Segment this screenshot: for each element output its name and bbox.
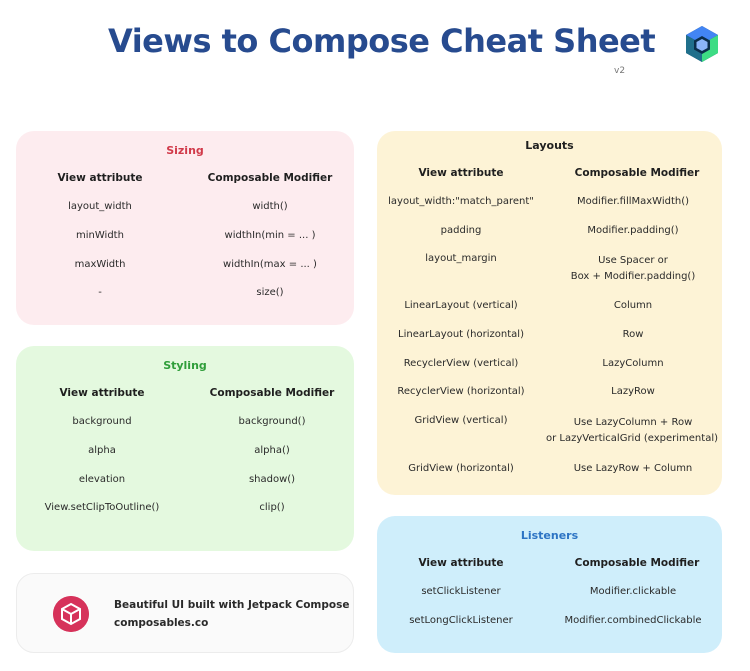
layouts-view-cell: layout_margin	[425, 253, 497, 264]
styling-compose-cell: alpha()	[254, 445, 290, 456]
listeners-title: Listeners	[520, 529, 579, 542]
listeners-card: Listeners View attribute Composable Modi…	[377, 516, 722, 653]
sizing-card: Sizing View attribute Composable Modifie…	[16, 131, 354, 325]
jetpack-compose-logo-icon	[686, 26, 718, 62]
page-title: Views to Compose Cheat Sheet	[108, 22, 656, 60]
composables-logo-icon	[53, 596, 89, 632]
layouts-col-view-header: View attribute	[418, 167, 504, 179]
sizing-title: Sizing	[166, 144, 204, 157]
layouts-compose-cell: Modifier.padding()	[587, 225, 679, 236]
sizing-col-view-header: View attribute	[57, 172, 143, 184]
layouts-compose-cell-line2: Box + Modifier.padding()	[570, 271, 696, 282]
sizing-col-compose-header: Composable Modifier	[207, 172, 333, 184]
styling-view-cell: View.setClipToOutline()	[44, 502, 160, 513]
styling-compose-cell: clip()	[259, 502, 285, 513]
layouts-compose-cell: LazyColumn	[602, 358, 664, 369]
styling-col-compose-header: Composable Modifier	[209, 387, 335, 399]
layouts-view-cell: GridView (horizontal)	[408, 463, 514, 474]
promo-card[interactable]: Beautiful UI built with Jetpack Compose …	[16, 573, 354, 653]
listeners-col-view-header: View attribute	[418, 557, 504, 569]
sizing-view-cell: layout_width	[68, 201, 132, 212]
listeners-compose-cell: Modifier.combinedClickable	[564, 615, 702, 626]
layouts-compose-cell: Row	[622, 329, 644, 340]
styling-compose-cell: shadow()	[248, 474, 296, 485]
layouts-view-cell: layout_width:"match_parent"	[388, 196, 534, 207]
layouts-view-cell: LinearLayout (vertical)	[404, 300, 518, 311]
styling-view-cell: elevation	[78, 474, 126, 485]
promo-link[interactable]: composables.co	[114, 617, 209, 629]
layouts-view-cell: RecyclerView (vertical)	[403, 358, 519, 369]
layouts-view-cell: RecyclerView (horizontal)	[397, 386, 525, 397]
layouts-compose-cell: Use Spacer or	[598, 255, 668, 266]
layouts-col-compose-header: Composable Modifier	[574, 167, 700, 179]
sizing-view-cell: maxWidth	[74, 259, 126, 270]
listeners-view-cell: setLongClickListener	[409, 615, 513, 626]
styling-compose-cell: background()	[238, 416, 306, 427]
styling-col-view-header: View attribute	[59, 387, 145, 399]
layouts-compose-cell: Column	[613, 300, 653, 311]
layouts-compose-cell: Use LazyColumn + Row	[573, 417, 693, 428]
styling-card: Styling View attribute Composable Modifi…	[16, 346, 354, 551]
version-label: v2	[614, 66, 626, 76]
layouts-compose-cell-line2: or LazyVerticalGrid (experimental)	[545, 433, 719, 444]
styling-view-cell: alpha	[88, 445, 116, 456]
layouts-compose-cell: LazyRow	[611, 386, 655, 397]
layouts-title: Layouts	[525, 139, 574, 152]
listeners-view-cell: setClickListener	[421, 586, 501, 597]
sizing-view-cell: -	[98, 287, 102, 298]
sizing-view-cell: minWidth	[76, 230, 124, 241]
layouts-compose-cell: Use LazyRow + Column	[573, 463, 693, 474]
sizing-compose-cell: size()	[256, 287, 284, 298]
sizing-compose-cell: width()	[252, 201, 288, 212]
listeners-col-compose-header: Composable Modifier	[574, 557, 700, 569]
styling-view-cell: background	[72, 416, 132, 427]
sizing-compose-cell: widthIn(max = ... )	[223, 259, 317, 270]
layouts-view-cell: GridView (vertical)	[414, 415, 508, 426]
listeners-compose-cell: Modifier.clickable	[589, 586, 677, 597]
styling-title: Styling	[163, 359, 207, 372]
layouts-compose-cell: Modifier.fillMaxWidth()	[576, 196, 690, 207]
layouts-view-cell: padding	[440, 225, 482, 236]
layouts-card: Layouts View attribute Composable Modifi…	[377, 131, 722, 495]
promo-tagline: Beautiful UI built with Jetpack Compose	[114, 599, 350, 611]
sizing-compose-cell: widthIn(min = ... )	[224, 230, 316, 241]
layouts-view-cell: LinearLayout (horizontal)	[398, 329, 524, 340]
